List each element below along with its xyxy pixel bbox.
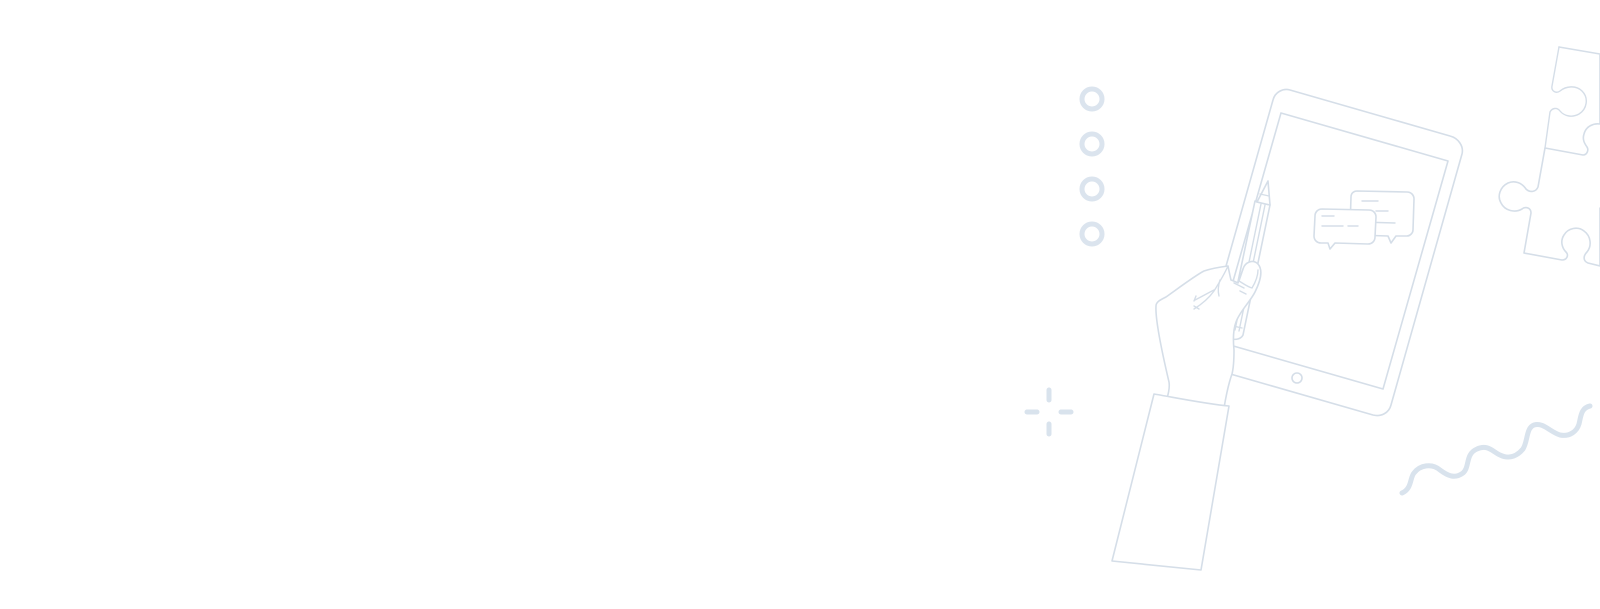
tablet-icon (1200, 88, 1464, 417)
hand-holding-tablet-icon (1111, 260, 1262, 571)
chat-bubbles-icon (1313, 190, 1415, 250)
dot-ring (1079, 86, 1105, 112)
tablet-home-button (1291, 372, 1303, 384)
sleeve (1111, 393, 1230, 571)
dot-ring (1079, 176, 1105, 202)
dots-column-icon (1079, 86, 1105, 247)
dot-ring (1079, 131, 1105, 157)
sparkle-icon (1024, 387, 1074, 437)
squiggle-icon (1399, 403, 1593, 496)
puzzle-piece-icon (1498, 46, 1600, 267)
tablet-screen (1215, 112, 1449, 390)
dot-ring (1079, 221, 1105, 247)
